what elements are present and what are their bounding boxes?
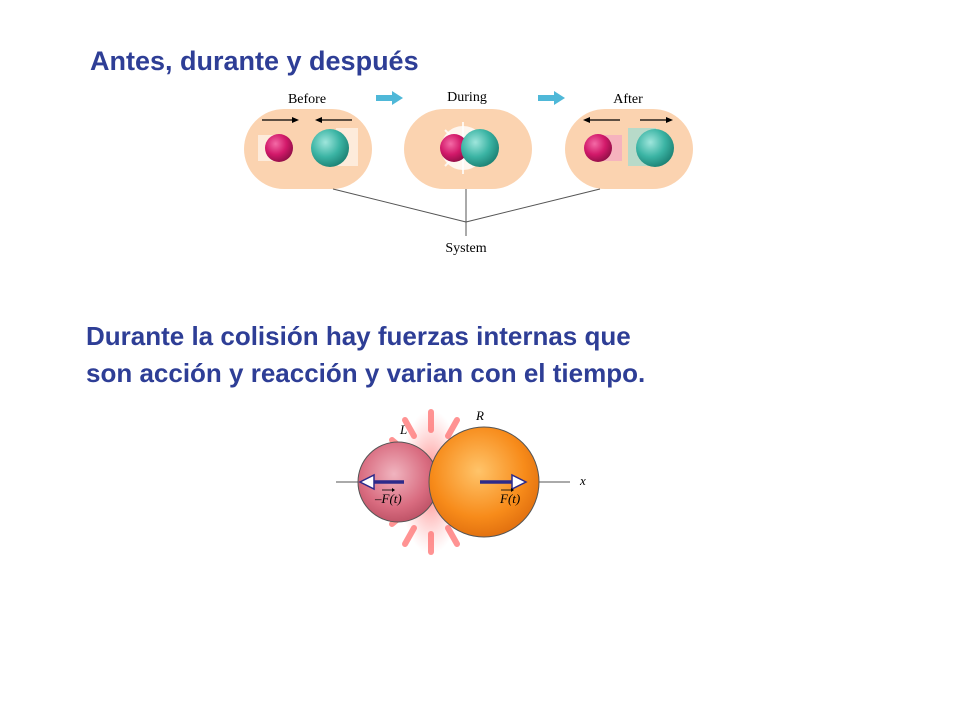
collision-description: Durante la colisión hay fuerzas internas… [86, 318, 645, 392]
force-label-right: F(t) [499, 491, 520, 506]
teal-ball [461, 129, 499, 167]
magenta-ball [265, 134, 293, 162]
system-during [404, 109, 532, 189]
slide-title: Antes, durante y después [90, 46, 419, 76]
force-label-left: –F(t) [374, 491, 402, 506]
system-label: System [445, 241, 486, 256]
arrow-right-icon [376, 91, 403, 105]
system-after [565, 109, 693, 189]
force-diagram: x L R [336, 408, 586, 555]
description-line-1: Durante la colisión hay fuerzas internas… [86, 321, 631, 351]
body-left-label: L [399, 422, 407, 437]
x-axis-label: x [579, 473, 586, 488]
magenta-ball [440, 134, 468, 162]
system-before [244, 109, 372, 189]
system-connector-lines [332, 188, 601, 236]
teal-ball [636, 129, 674, 167]
arrow-right-icon [538, 91, 565, 105]
teal-ball [311, 129, 349, 167]
stage-label-during: During [447, 90, 487, 105]
body-right-label: R [475, 408, 484, 423]
force-arrow-left [358, 473, 404, 491]
force-arrow-right [480, 473, 528, 491]
stage-label-before: Before [288, 92, 326, 107]
stage-label-after: After [613, 92, 643, 107]
magenta-ball [584, 134, 612, 162]
description-line-2: son acción y reacción y varian con el ti… [86, 358, 646, 388]
